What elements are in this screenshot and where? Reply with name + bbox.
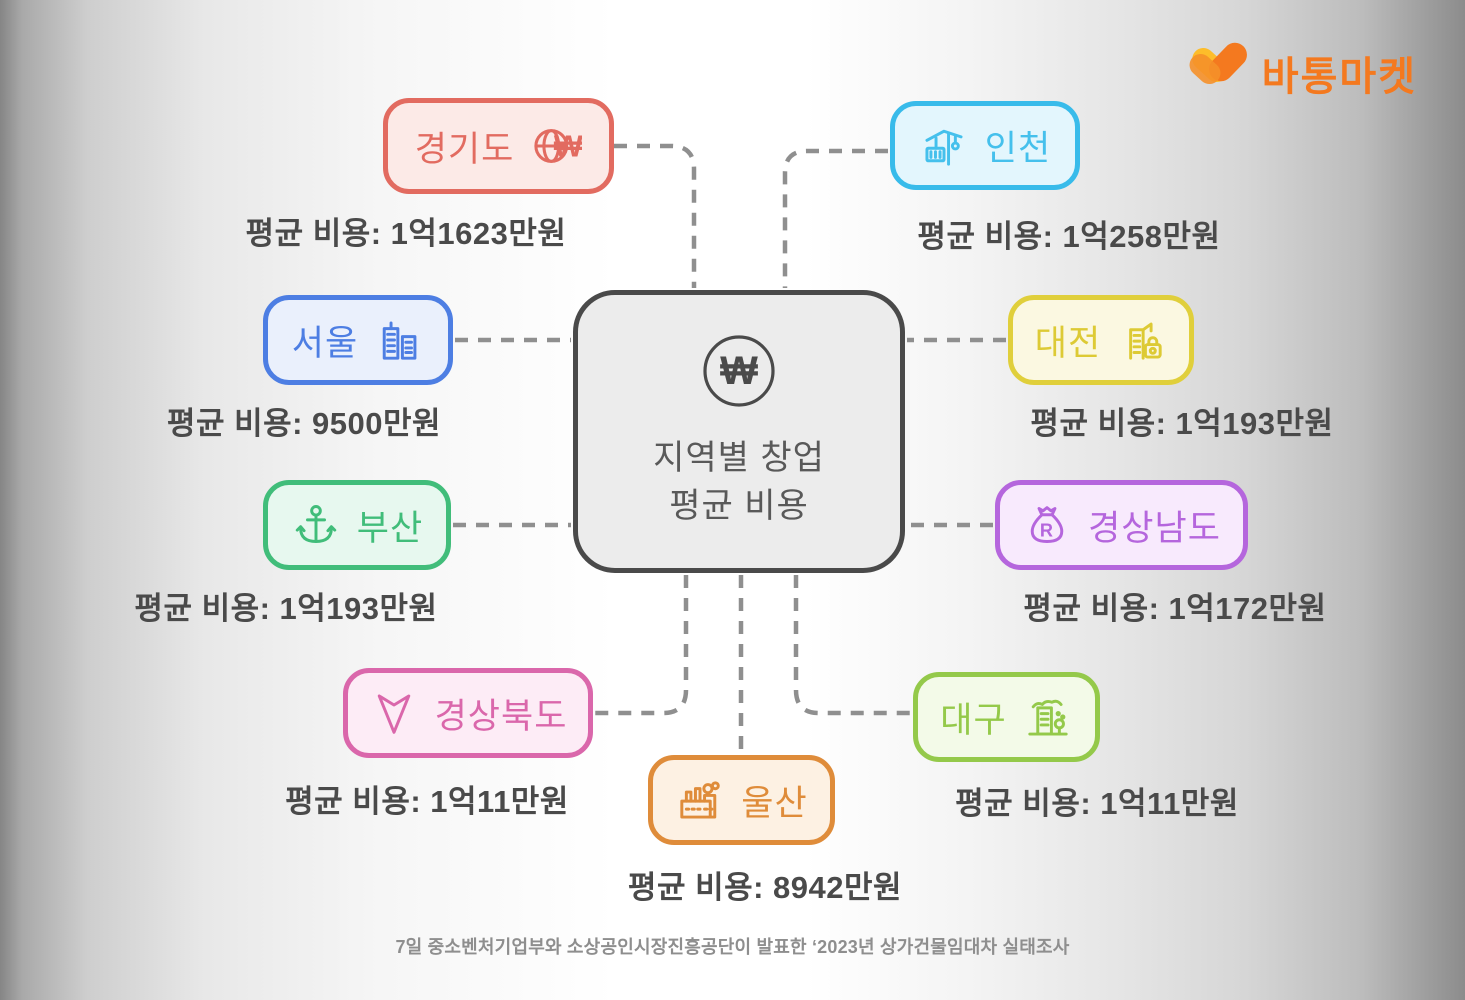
region-value-daegu: 평균 비용: 1억11만원 — [955, 786, 1239, 821]
svg-text:₩: ₩ — [720, 349, 758, 393]
region-node-daejeon: 대전 — [1008, 295, 1194, 385]
brand-logo-text: 바통마켓 — [1261, 54, 1417, 99]
region-node-daegu: 대구 — [913, 672, 1100, 762]
region-label: 대전 — [1034, 323, 1102, 363]
svg-text:R: R — [1040, 520, 1054, 540]
region-node-gyeongbuk: 경상북도 — [343, 668, 593, 758]
region-value-gyeonggi: 평균 비용: 1억1623만원 — [245, 216, 567, 251]
won-circle-icon: ₩ — [700, 332, 778, 415]
connector-gyeonggi — [614, 143, 697, 288]
region-label: 부산 — [356, 508, 424, 548]
buildings-icon — [374, 315, 424, 365]
region-label: 경기도 — [414, 129, 515, 169]
globe-won-icon: ₩ — [530, 120, 582, 172]
region-value-busan: 평균 비용: 1억193만원 — [134, 591, 438, 626]
region-label: 대구 — [940, 700, 1007, 740]
source-caption: 7일 중소벤처기업부와 소상공인시장진흥공단이 발표한 ‘2023년 상가건물임… — [395, 937, 1070, 957]
factory-icon — [675, 775, 725, 825]
money-bag-icon: R — [1022, 500, 1072, 550]
connector-incheon — [782, 148, 888, 288]
region-node-seoul: 서울 — [263, 295, 453, 385]
heart-ribbon-logo-icon — [1188, 42, 1250, 103]
region-label: 서울 — [291, 323, 359, 363]
center-title-line1: 지역별 창업 — [653, 439, 825, 478]
connector-daegu — [793, 575, 911, 716]
region-value-seoul: 평균 비용: 9500만원 — [166, 406, 442, 441]
center-title-line2: 평균 비용 — [669, 487, 809, 525]
region-node-incheon: 인천 — [890, 101, 1080, 190]
nav-arrow-down-icon — [369, 688, 419, 738]
building-lock-icon — [1117, 315, 1167, 365]
brand-logo: 바통마켓 — [1188, 42, 1417, 103]
harbor-crane-icon — [919, 121, 969, 171]
region-label: 경상남도 — [1088, 508, 1221, 548]
svg-text:₩: ₩ — [554, 129, 582, 164]
region-node-busan: 부산 — [263, 480, 451, 570]
region-label: 경상북도 — [434, 696, 568, 736]
region-value-gyeongbuk: 평균 비용: 1억11만원 — [285, 784, 569, 819]
region-value-daejeon: 평균 비용: 1억193만원 — [1030, 406, 1334, 441]
center-title: 지역별 창업 평균 비용 — [653, 435, 825, 530]
region-label: 울산 — [741, 783, 808, 823]
center-node: ₩ 지역별 창업 평균 비용 — [573, 290, 905, 573]
region-node-gyeonggi: 경기도 ₩ — [383, 98, 614, 194]
region-value-incheon: 평균 비용: 1억258만원 — [917, 219, 1221, 254]
anchor-icon — [291, 500, 341, 550]
connector-gyeongbuk — [595, 575, 689, 716]
region-value-ulsan: 평균 비용: 8942만원 — [627, 870, 903, 905]
region-node-gyeongnam: R 경상남도 — [995, 480, 1248, 570]
region-label: 인천 — [984, 129, 1052, 168]
region-value-gyeongnam: 평균 비용: 1억172만원 — [1023, 591, 1327, 626]
region-node-ulsan: 울산 — [648, 755, 835, 845]
city-trees-icon — [1023, 692, 1073, 742]
